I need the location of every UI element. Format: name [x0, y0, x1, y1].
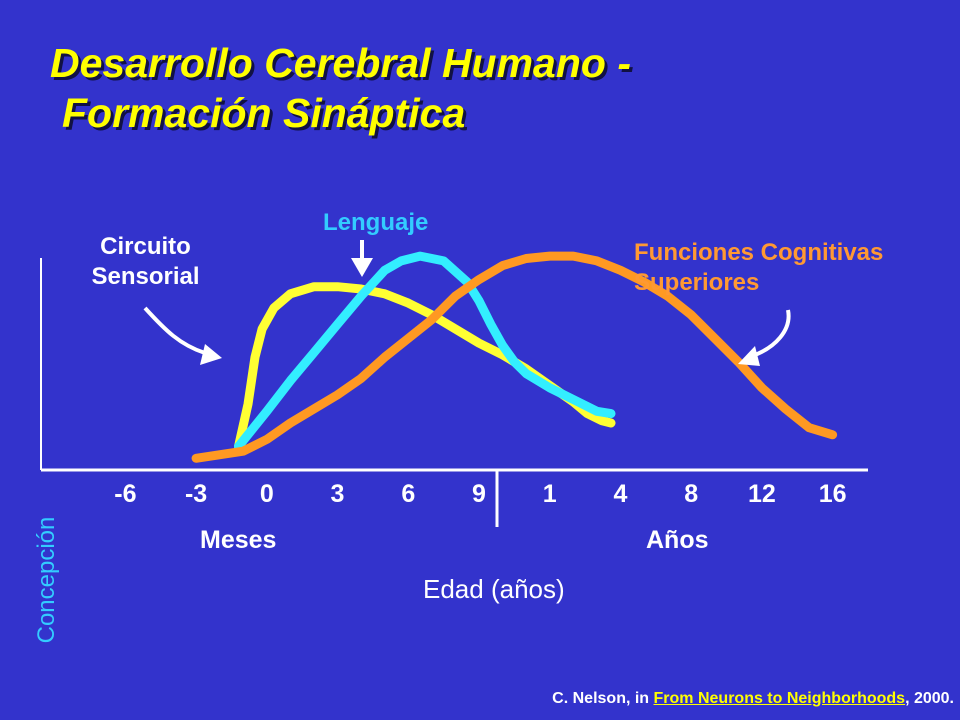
- citation-prefix: C. Nelson, in: [552, 690, 654, 707]
- slide-title-line1: Desarrollo Cerebral Humano -: [50, 40, 631, 86]
- x-tick-label: 9: [472, 480, 486, 508]
- x-tick-label: 1: [542, 480, 557, 508]
- annotation-lenguaje: Lenguaje: [323, 209, 429, 236]
- annotation-funciones-cognitivas: Funciones Cognitivas Superiores: [634, 238, 883, 298]
- funciones-arrowhead-icon: [738, 346, 760, 366]
- x-tick-label: 16: [818, 480, 847, 508]
- x-tick-label: 12: [747, 480, 776, 508]
- x-tick-label: 0: [259, 480, 274, 508]
- sensorial-arrowhead-icon: [200, 344, 222, 365]
- citation-book: From Neurons to Neighborhoods: [653, 690, 906, 707]
- x-tick-label: 3: [330, 480, 345, 508]
- x-tick-label: 8: [684, 480, 699, 508]
- x-unit-meses: Meses: [200, 526, 277, 554]
- annotation-circuito-sensorial: Circuito Sensorial: [78, 232, 213, 292]
- annotation-sensorial-line1: Circuito: [100, 233, 191, 260]
- x-tick-label: -3: [184, 480, 208, 508]
- annotation-funciones-line1: Funciones Cognitivas: [634, 239, 884, 266]
- series-line-2: [191, 251, 838, 463]
- lenguaje-arrowhead-icon: [351, 258, 373, 277]
- citation: C. Nelson, in From Neurons to Neighborho…: [552, 690, 954, 708]
- slide-title: Desarrollo Cerebral Humano - Formación S…: [50, 38, 631, 138]
- citation-suffix: , 2000.: [905, 690, 954, 707]
- series-layer: [191, 251, 838, 463]
- x-tick-label: 6: [401, 480, 416, 508]
- series-line-1: [234, 251, 616, 451]
- annotation-sensorial-line2: Sensorial: [91, 263, 200, 290]
- x-tick-label: 4: [613, 480, 628, 508]
- x-unit-anos: Años: [646, 526, 709, 554]
- x-tick-label: -6: [114, 480, 137, 508]
- x-axis-title: Edad (años): [423, 574, 565, 604]
- annotation-funciones-line2: Superiores: [634, 269, 760, 296]
- sensorial-arrow-icon: [143, 306, 206, 355]
- funciones-arrow-icon: [751, 309, 791, 358]
- x-axis-origin-label: Concepción: [33, 516, 60, 644]
- slide-title-line2: Formación Sináptica: [62, 90, 466, 136]
